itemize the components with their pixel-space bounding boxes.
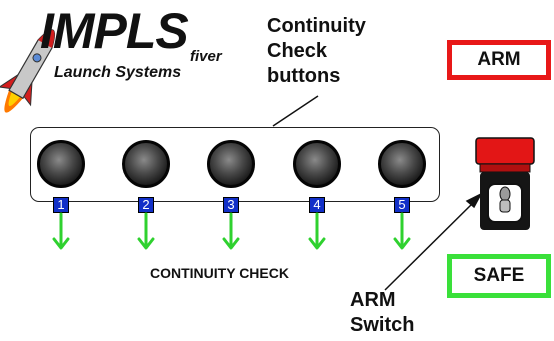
continuity-check-label: CONTINUITY CHECK [150, 265, 289, 281]
down-arrow-icon [308, 212, 326, 250]
arm-switch-callout: ARM Switch [350, 288, 440, 338]
continuity-button-5[interactable] [378, 140, 426, 188]
continuity-button-2[interactable] [122, 140, 170, 188]
continuity-button-4[interactable] [293, 140, 341, 188]
callout-arrowhead [465, 192, 483, 209]
continuity-buttons-callout: Continuity Check buttons [267, 14, 397, 89]
fiver-label: fiver [190, 48, 222, 65]
safe-status-box: SAFE [447, 254, 551, 298]
logo-subtitle: Launch Systems [54, 64, 182, 81]
logo-wordmark: IMPLS [40, 3, 189, 59]
continuity-button-1[interactable] [37, 140, 85, 188]
callout-line: Check [267, 40, 328, 62]
callout-line: buttons [267, 65, 341, 87]
down-arrow-icon [222, 212, 240, 250]
callout-line: ARM [350, 289, 396, 311]
down-arrow-icon [52, 212, 70, 250]
callout-line: Switch [350, 314, 415, 336]
down-arrow-icon [137, 212, 155, 250]
down-arrow-icon [393, 212, 411, 250]
arm-switch[interactable] [474, 134, 536, 234]
continuity-button-3[interactable] [207, 140, 255, 188]
channel-badge: 5 [394, 197, 410, 213]
callout-leader-line [272, 95, 319, 127]
callout-leader-line [384, 199, 477, 291]
arm-status-box: ARM [447, 40, 551, 80]
callout-line: Continuity [267, 15, 366, 37]
